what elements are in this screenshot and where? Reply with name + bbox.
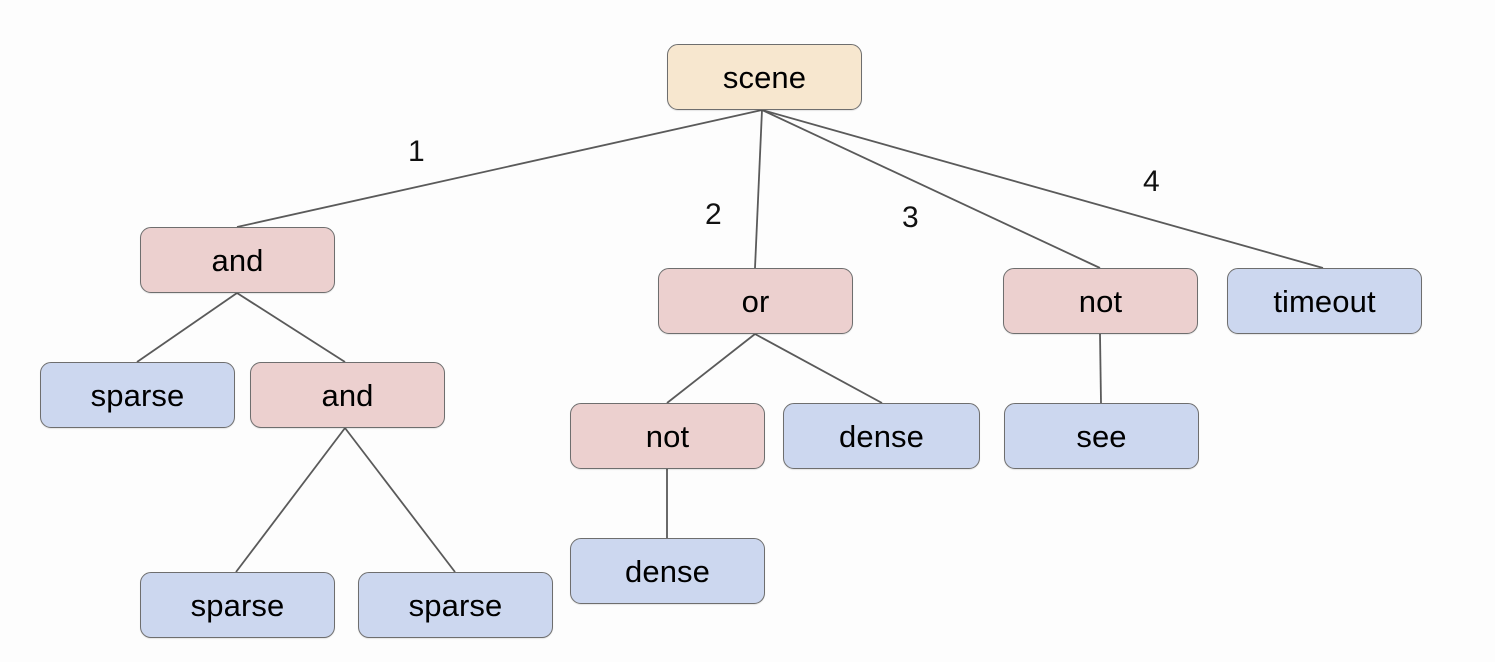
tree-edge-and2-to-sparse2: [235, 427, 346, 573]
tree-edge-and1-to-sparse1: [136, 292, 238, 363]
tree-node-sparse3[interactable]: sparse: [358, 572, 553, 638]
tree-node-and1[interactable]: and: [140, 227, 335, 293]
tree-edge-or1-to-dense1: [754, 333, 883, 404]
tree-node-scene[interactable]: scene: [667, 44, 862, 110]
tree-node-see1[interactable]: see: [1004, 403, 1199, 469]
edge-label-4: 4: [1143, 165, 1160, 198]
tree-node-dense1[interactable]: dense: [783, 403, 980, 469]
edge-label-1: 1: [408, 135, 425, 168]
tree-edge-and2-to-sparse3: [344, 427, 456, 573]
tree-node-dense2[interactable]: dense: [570, 538, 765, 604]
edge-label-3: 3: [902, 201, 919, 234]
tree-node-timeout1[interactable]: timeout: [1227, 268, 1422, 334]
edge-label-2: 2: [705, 198, 722, 231]
tree-edge-and1-to-and2: [236, 292, 346, 363]
tree-edge-not1-to-see1: [1099, 333, 1102, 404]
tree-edge-scene-to-not1: [761, 109, 1101, 269]
tree-edge-scene-to-or1: [754, 109, 763, 269]
tree-node-sparse2[interactable]: sparse: [140, 572, 335, 638]
tree-node-and2[interactable]: and: [250, 362, 445, 428]
tree-node-or1[interactable]: or: [658, 268, 853, 334]
tree-node-not1[interactable]: not: [1003, 268, 1198, 334]
tree-node-sparse1[interactable]: sparse: [40, 362, 235, 428]
tree-node-not2[interactable]: not: [570, 403, 765, 469]
tree-edge-or1-to-not2: [666, 333, 756, 404]
tree-edge-scene-to-timeout1: [761, 109, 1324, 269]
tree-edge-scene-to-and1: [236, 109, 763, 228]
